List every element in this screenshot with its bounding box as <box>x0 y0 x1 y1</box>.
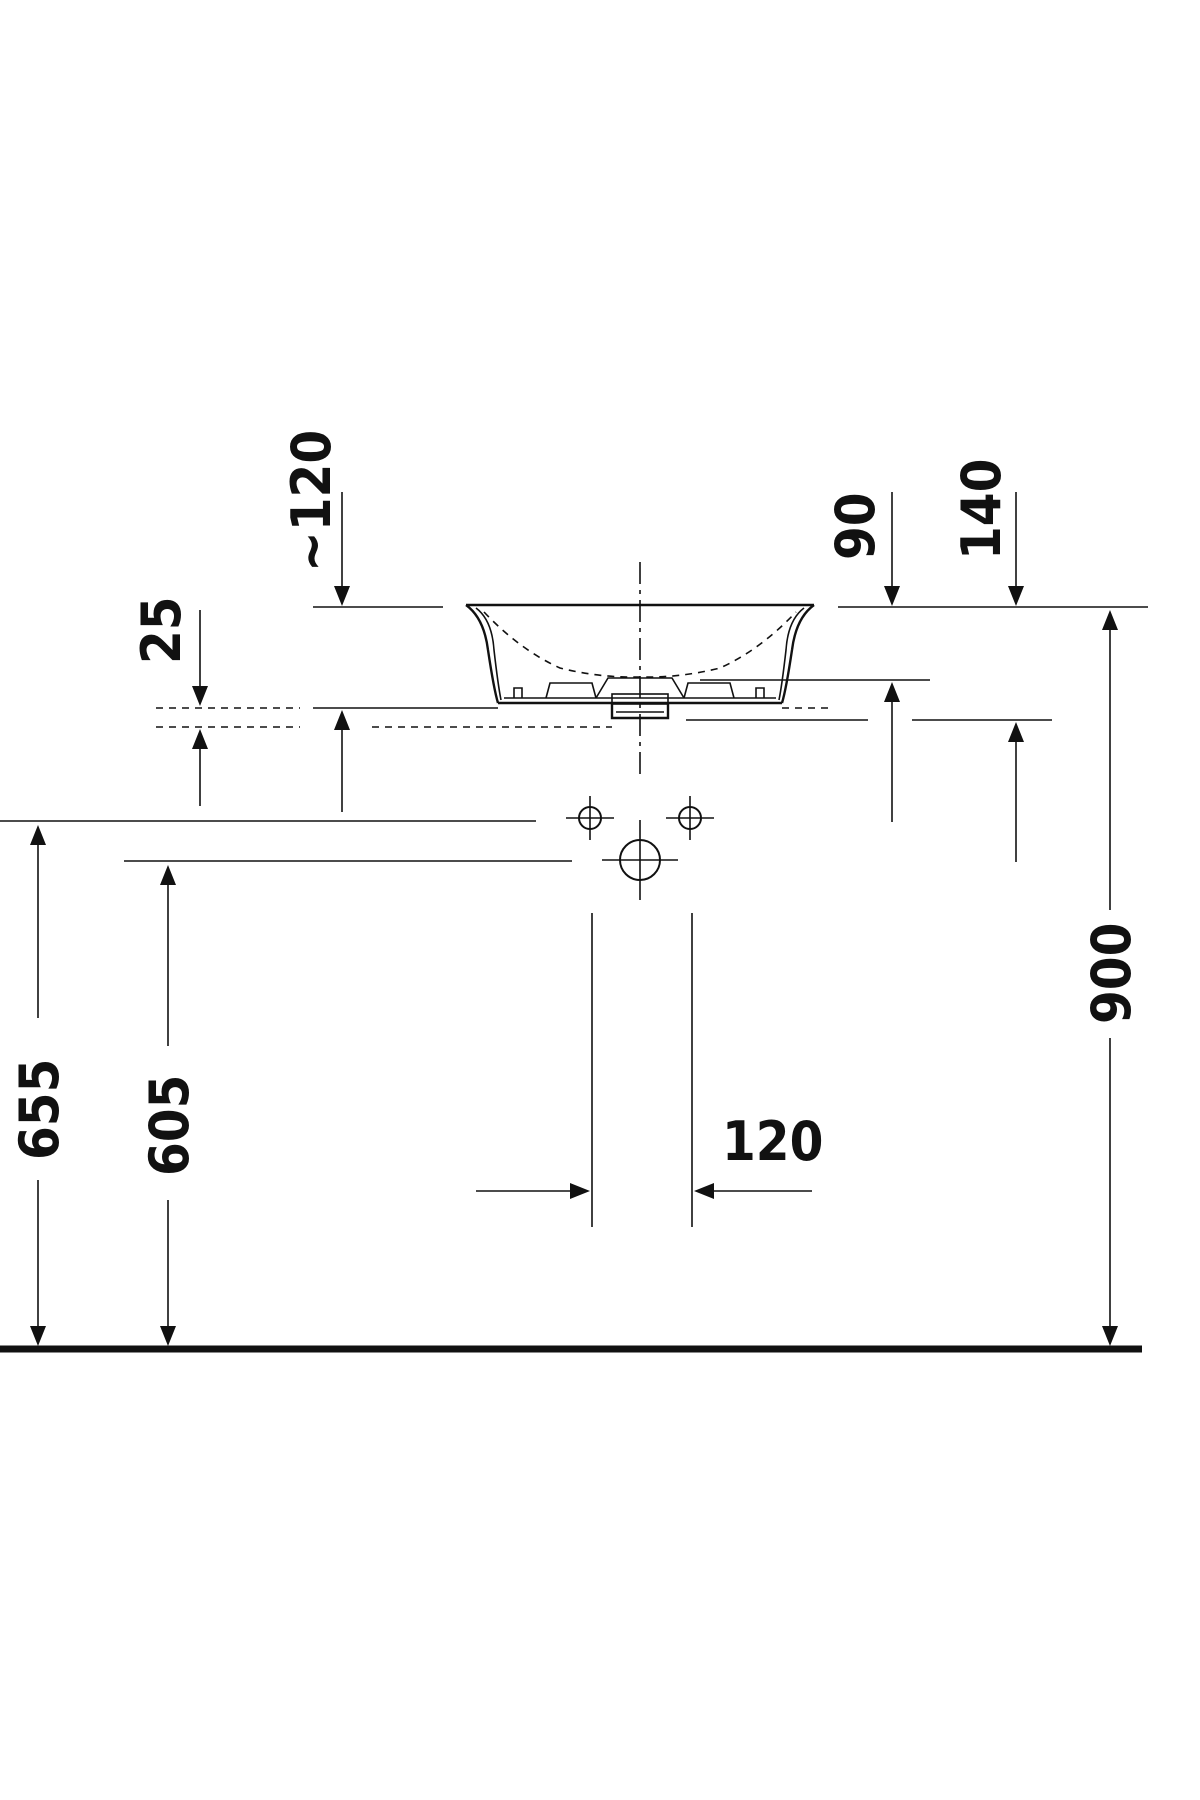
dimension-lines <box>30 492 1118 1346</box>
extension-lines <box>0 606 1148 1227</box>
dim-label-valve-spacing: 120 <box>722 1110 823 1173</box>
dim-label-tap-height: 655 <box>8 1059 71 1160</box>
dim-label-deck-thickness: 25 <box>130 596 193 664</box>
dim-label-valve-height: 605 <box>138 1075 201 1176</box>
dim-label-bowl-height: 90 <box>824 492 887 560</box>
tap-connections <box>566 796 714 900</box>
dim-label-overall-height: 140 <box>950 459 1013 560</box>
dim-label-bowl-height-approx: ~120 <box>280 430 343 572</box>
dim-label-waste-height: 900 <box>1080 923 1143 1024</box>
